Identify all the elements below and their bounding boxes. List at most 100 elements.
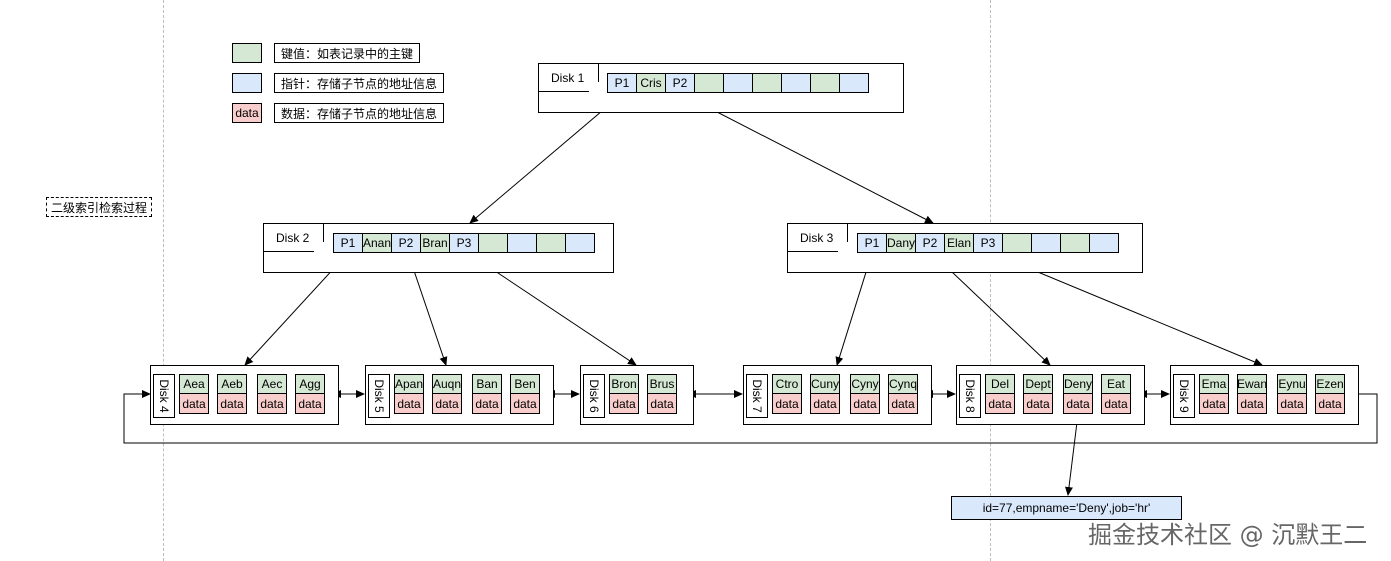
leaf-data-cell: data xyxy=(394,394,424,414)
leaf-key-cell: Auqn xyxy=(432,374,462,394)
guide-line-right xyxy=(990,0,991,561)
leaf-data-cell: data xyxy=(772,394,802,414)
leaf-data-cell: data xyxy=(1277,394,1307,414)
edge-root-p1 xyxy=(469,93,623,224)
disk-2-label-text: Disk 2 xyxy=(276,230,310,245)
disk-3-key-cell: Elan xyxy=(944,233,974,253)
disk-1-pointer-cell: P1 xyxy=(607,73,637,93)
leaf-label-text: Disk 9 xyxy=(1177,379,1191,413)
leaf-data-cell: data xyxy=(295,394,325,414)
leaf-label-text: Disk 5 xyxy=(372,379,386,413)
disk-2-key-cell xyxy=(478,233,508,253)
result-record: id=77,empname='Deny',job='hr' xyxy=(951,496,1182,520)
disk-2-pointer-cell: P2 xyxy=(391,233,421,253)
leaf-key-cell: Aec xyxy=(257,374,287,394)
legend-text-key: 键值：如表记录中的主键 xyxy=(274,43,421,63)
leaf-data-cell: data xyxy=(888,394,918,414)
leaf-data-cell: data xyxy=(1101,394,1131,414)
leaf-label-text: Disk 7 xyxy=(750,379,764,413)
leaf-data-cell: data xyxy=(810,394,840,414)
disk-2-key-cell: Bran xyxy=(420,233,450,253)
leaf-key-cell: Ezen xyxy=(1315,374,1345,394)
leaf-data-cell: data xyxy=(217,394,247,414)
disk-1-key-cell xyxy=(694,73,724,93)
leaf-key-cell: Aeb xyxy=(217,374,247,394)
legend-swatch-data: data xyxy=(232,103,262,123)
disk-1-label-text: Disk 1 xyxy=(551,70,585,85)
leaf-data-cell: data xyxy=(179,394,209,414)
disk-1-key-cell: Cris xyxy=(636,73,666,93)
disk-1-key-cell xyxy=(752,73,782,93)
leaf-data-cell: data xyxy=(1023,394,1053,414)
disk-1-pointer-cell xyxy=(839,73,869,93)
disk-3-key-cell xyxy=(1002,233,1032,253)
disk-3-label: Disk 3 xyxy=(788,224,848,252)
disk-2-pointer-cell xyxy=(565,233,595,253)
legend-text-pointer: 指针：存储子节点的地址信息 xyxy=(274,73,445,93)
disk-3-key-cell xyxy=(1060,233,1090,253)
legend-swatch-key xyxy=(232,43,262,63)
disk-3-label-text: Disk 3 xyxy=(800,230,834,245)
disk-2-label: Disk 2 xyxy=(264,224,324,252)
disk-2-pointer-cell: P3 xyxy=(449,233,479,253)
guide-line-left xyxy=(163,0,164,561)
leaf-data-cell: data xyxy=(647,394,677,414)
leaf-label-text: Disk 6 xyxy=(587,379,601,413)
leaf-key-cell: Ben xyxy=(510,374,540,394)
leaf-label: Disk 4 xyxy=(153,374,175,418)
edge-root-p2 xyxy=(681,93,934,224)
disk-3-pointer-cell: P3 xyxy=(973,233,1003,253)
watermark-text: 掘金技术社区 @ 沉默王二 xyxy=(1088,521,1368,549)
disk-1-label: Disk 1 xyxy=(539,64,599,92)
leaf-label: Disk 7 xyxy=(746,374,768,418)
leaf-data-cell: data xyxy=(1237,394,1267,414)
leaf-key-cell: Ema xyxy=(1199,374,1229,394)
leaf-label: Disk 6 xyxy=(583,374,605,418)
leaf-key-cell: Deny xyxy=(1063,374,1093,394)
disk-3-pointer-cell xyxy=(1031,233,1061,253)
leaf-key-cell: Dept xyxy=(1023,374,1053,394)
leaf-key-cell: Eat xyxy=(1101,374,1131,394)
leaf-label-text: Disk 8 xyxy=(963,379,977,413)
disk-2-key-cell: Anan xyxy=(362,233,392,253)
leaf-data-cell: data xyxy=(432,394,462,414)
leaf-data-cell: data xyxy=(850,394,880,414)
disk-2-key-cell xyxy=(536,233,566,253)
leaf-key-cell: Aea xyxy=(179,374,209,394)
disk-3-pointer-cell xyxy=(1089,233,1119,253)
leaf-data-cell: data xyxy=(985,394,1015,414)
leaf-key-cell: Brus xyxy=(647,374,677,394)
leaf-key-cell: Del xyxy=(985,374,1015,394)
leaf-label-text: Disk 4 xyxy=(157,379,171,413)
leaf-key-cell: Eynu xyxy=(1277,374,1307,394)
process-label: 二级索引检索过程 xyxy=(46,197,152,217)
disk-1-pointer-cell xyxy=(723,73,753,93)
disk-3-key-cell: Dany xyxy=(886,233,916,253)
disk-3-pointer-cell: P2 xyxy=(915,233,945,253)
